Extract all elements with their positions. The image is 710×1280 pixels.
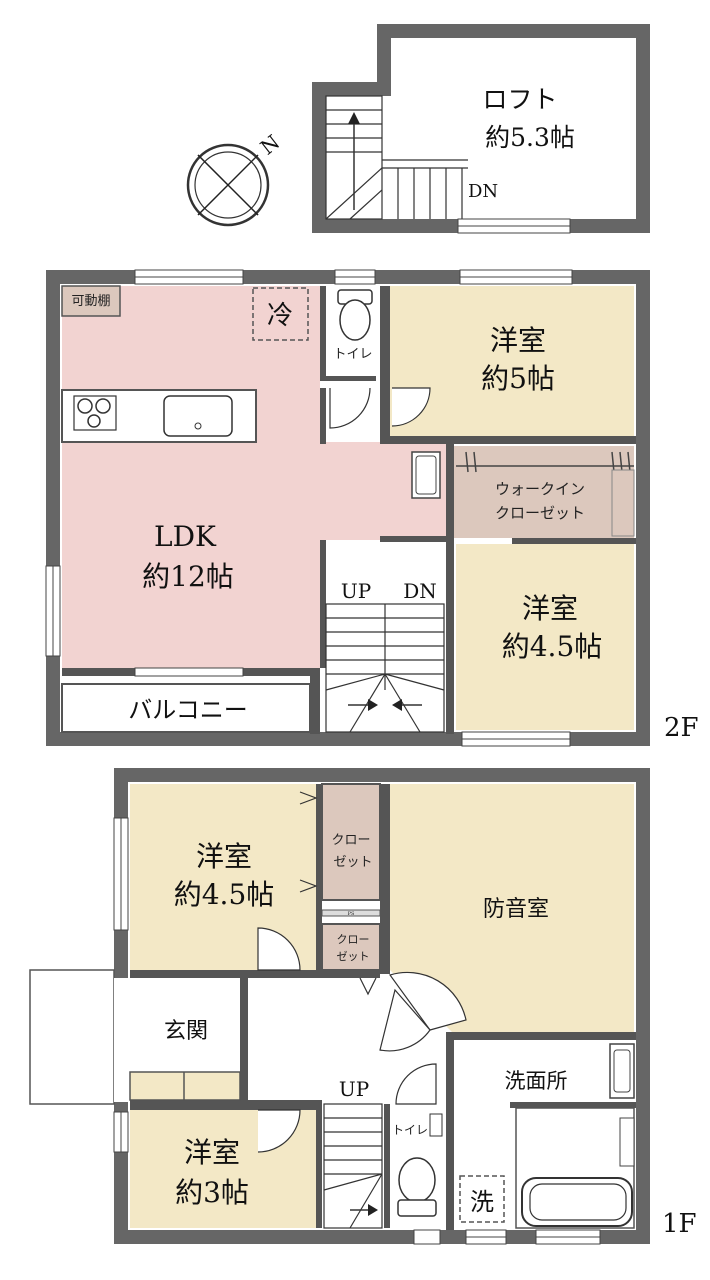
bedroom2f-b-area: 約4.5帖 (502, 630, 603, 663)
closet-b-line1: クロー (337, 933, 370, 946)
floor1-level: 1F (662, 1209, 697, 1239)
toilet-1f: トイレ (392, 1113, 443, 1217)
loft-stair-dn: DN (468, 181, 498, 202)
closet-a-line2: ゼット (333, 855, 372, 870)
entrance-label: 玄関 (164, 1019, 208, 1044)
soundproof-room-name: 防音室 (483, 897, 549, 922)
toilet-2f-label: トイレ (333, 347, 372, 362)
stair-2f-up: UP (341, 579, 371, 603)
toilet-2f: トイレ (333, 289, 373, 362)
washroom-label: 洗面所 (505, 1069, 568, 1093)
stair-1f (323, 1103, 383, 1229)
closet-b-line2: ゼット (337, 950, 370, 963)
closet-a-line1: クロー (331, 833, 370, 848)
bedroom2f-a-name: 洋室 (490, 324, 546, 357)
washer-label: 洗 (470, 1188, 494, 1216)
fridge-label: 冷 (267, 301, 293, 331)
ldk-name: LDK (154, 520, 217, 553)
stair-1f-up: UP (339, 1077, 369, 1101)
loft-room-name: ロフト (482, 85, 557, 114)
compass: N (186, 130, 285, 227)
wic-label-line1: ウォークイン (495, 480, 585, 498)
bedroom1f-b-name: 洋室 (184, 1136, 240, 1169)
floor1-plan: PS 洋室 約4.5帖 クロー ゼット クロー ゼット 防音室 玄関 洗面所 浴… (29, 768, 697, 1245)
loft-plan: ロフト 約5.3帖 DN (312, 24, 650, 234)
floor2-plan: 可動棚 冷 トイレ 洋室 約5帖 (45, 269, 699, 747)
compass-north-label: N (256, 130, 285, 160)
bedroom1f-a-area: 約4.5帖 (174, 878, 275, 911)
ps-label: PS (348, 911, 355, 917)
wic-label-line2: クローゼット (495, 504, 585, 522)
stair-2f (325, 603, 445, 733)
loft-stair (325, 95, 468, 220)
ldk-area: 約12帖 (142, 560, 234, 593)
balcony-label: バルコニー (128, 696, 248, 724)
movable-shelf-label: 可動棚 (71, 294, 110, 309)
toilet-1f-label: トイレ (392, 1123, 428, 1137)
bedroom1f-a-name: 洋室 (196, 840, 252, 873)
stair-2f-dn: DN (403, 579, 437, 603)
floor2-level: 2F (664, 713, 699, 743)
bedroom2f-b-name: 洋室 (522, 592, 578, 625)
bedroom1f-b-area: 約3帖 (175, 1176, 249, 1209)
bedroom2f-a-area: 約5帖 (481, 362, 555, 395)
kitchen-counter (61, 389, 257, 443)
loft-room-area: 約5.3帖 (485, 123, 575, 152)
